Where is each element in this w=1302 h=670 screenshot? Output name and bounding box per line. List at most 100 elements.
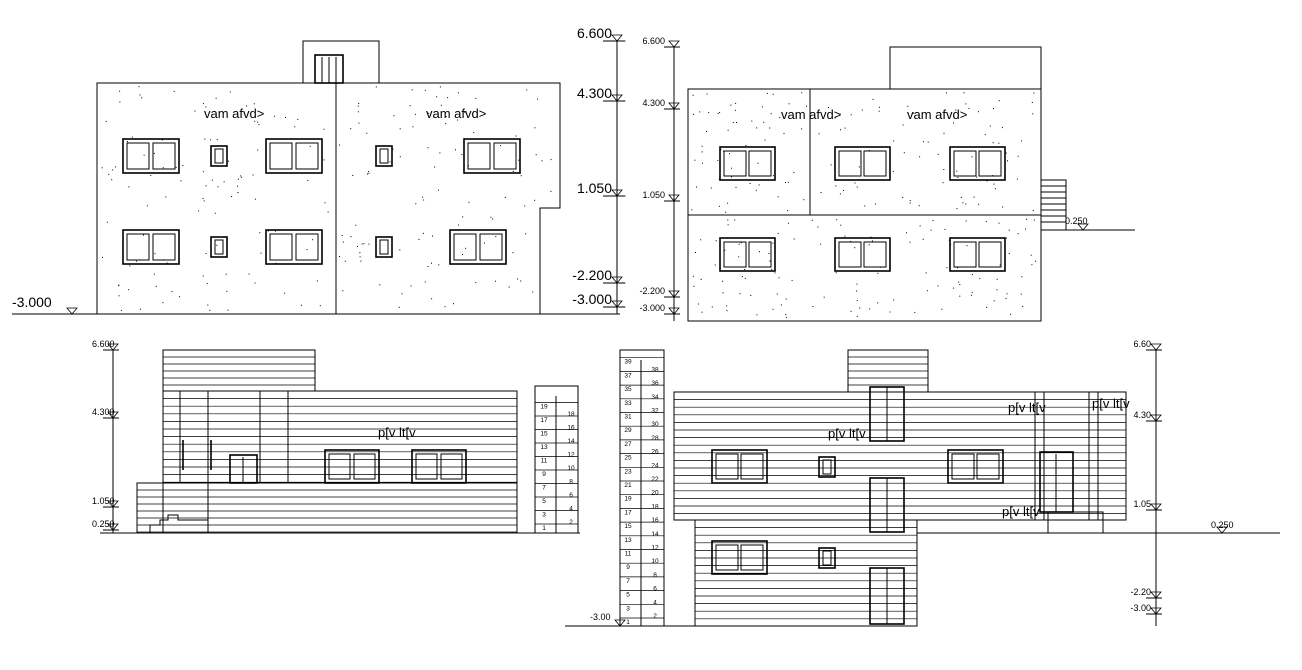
level-marker [107, 343, 119, 351]
stair-number: 5 [542, 498, 546, 505]
stair-number: 14 [567, 438, 575, 445]
stair-number: 17 [624, 509, 632, 516]
stair-number: 25 [624, 455, 632, 462]
level-marker [66, 307, 78, 315]
stair-number: 6 [569, 492, 573, 499]
stair-number: 26 [651, 449, 659, 456]
lower-block [136, 482, 518, 534]
stair-number: 20 [651, 490, 659, 497]
level-marker [611, 94, 623, 102]
level-marker [107, 523, 119, 531]
stair-number: 16 [651, 517, 659, 524]
level-marker [668, 102, 680, 110]
level-marker [611, 300, 623, 308]
stair-number: 18 [651, 503, 659, 510]
stair-number: 15 [624, 523, 632, 530]
stair-number: 34 [651, 394, 659, 401]
level-marker [611, 34, 623, 42]
level-label: 4.300 [577, 85, 612, 101]
level-label: 1.050 [577, 180, 612, 196]
level-marker [1216, 526, 1228, 534]
stair-number: 17 [540, 417, 548, 424]
stair-number: 37 [624, 372, 632, 379]
stair-number: 11 [541, 458, 548, 465]
level-label: -2.200 [572, 267, 612, 283]
facade-label: p[v lt[v [828, 426, 866, 441]
level-label: -3.00 [1130, 603, 1151, 613]
facade-label: p[v lt[v [1002, 504, 1040, 519]
facade-label: p[v lt[v [378, 425, 416, 440]
level-label: -3.00 [590, 612, 611, 622]
stair-number: 11 [625, 551, 632, 558]
stair-number: 7 [626, 578, 630, 585]
stair-number: 32 [651, 408, 659, 415]
level-marker [611, 189, 623, 197]
stair-number: 36 [651, 380, 659, 387]
stair-number: 1 [626, 619, 630, 626]
stair-tower [889, 46, 1042, 90]
window-group [719, 146, 1006, 272]
level-marker [107, 500, 119, 508]
stair-number: 39 [624, 359, 632, 366]
level-label: 4.300 [642, 98, 665, 108]
stair-number: 1 [542, 525, 546, 532]
stair-number: 22 [651, 476, 659, 483]
level-label: -3.000 [639, 303, 665, 313]
stair-number: 19 [624, 496, 632, 503]
level-label: 6.600 [642, 36, 665, 46]
stair-number: 19 [540, 404, 548, 411]
level-label: 0.250 [1211, 520, 1234, 530]
stair-number: 13 [624, 537, 632, 544]
stair-number: 38 [651, 366, 659, 373]
level-label: 1.050 [642, 190, 665, 200]
stair-number: 2 [569, 519, 573, 526]
stair-number: 10 [567, 465, 575, 472]
level-label: 1.05 [1133, 499, 1151, 509]
stair-number: 35 [624, 386, 632, 393]
facade-label: vam afvd> [204, 106, 264, 121]
stair-number: 3 [626, 605, 630, 612]
stair-number: 4 [653, 599, 657, 606]
stair-number: 24 [651, 462, 659, 469]
stair-number: 27 [624, 441, 632, 448]
level-label: 4.300 [92, 407, 115, 417]
stair-number: 13 [540, 444, 548, 451]
level-marker [1150, 591, 1162, 599]
level-label: -2.200 [639, 286, 665, 296]
level-label: -2.20 [1130, 587, 1151, 597]
level-marker [668, 40, 680, 48]
stair-number: 21 [624, 482, 632, 489]
stair-number: 8 [569, 479, 573, 486]
stair-number: 7 [542, 485, 546, 492]
stair-number: 8 [653, 572, 657, 579]
stair-plan [619, 349, 665, 627]
level-marker [1077, 223, 1089, 231]
level-label: 0.250 [92, 519, 115, 529]
facade-label: vam afvd> [907, 107, 967, 122]
stair-number: 23 [624, 468, 632, 475]
facade-outline [96, 82, 561, 314]
elevation-1 [12, 40, 620, 315]
facade-label: vam afvd> [426, 106, 486, 121]
facade-outline [687, 88, 1042, 322]
stair-number: 9 [626, 564, 630, 571]
stair-number: 30 [651, 421, 659, 428]
stair-number: 9 [542, 471, 546, 478]
level-label: 6.600 [92, 339, 115, 349]
level-marker [107, 411, 119, 419]
stair-number: 3 [542, 512, 546, 519]
stair-number: 29 [624, 427, 632, 434]
elevation-4 [565, 349, 1280, 627]
level-marker [668, 307, 680, 315]
level-marker [668, 194, 680, 202]
level-marker [668, 290, 680, 298]
upper-block [673, 391, 1127, 521]
level-marker [1150, 414, 1162, 422]
facade-label: p[v lt[v [1092, 396, 1130, 411]
level-label: -3.000 [572, 291, 612, 307]
level-label: 1.050 [92, 496, 115, 506]
stair-number: 16 [567, 425, 575, 432]
level-label: 0.250 [1065, 216, 1088, 226]
stair-number: 12 [651, 545, 659, 552]
